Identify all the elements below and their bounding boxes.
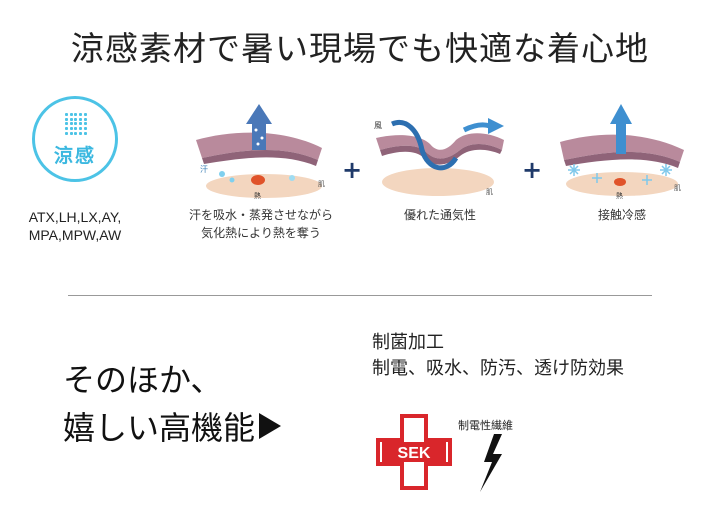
heat-label-1: 熱 bbox=[254, 191, 261, 200]
heat-label-3: 熱 bbox=[616, 191, 623, 200]
product-codes: ATX,LH,LX,AY, MPA,MPW,AW bbox=[10, 208, 140, 244]
caption-sweat-line-1: 汗を吸水・蒸発させながら bbox=[188, 208, 333, 222]
sek-cross-icon: SEK bbox=[376, 414, 452, 490]
section-divider bbox=[68, 295, 652, 296]
feature-others: 制電、吸水、防汚、透け防効果 bbox=[372, 358, 624, 379]
triangle-right-icon bbox=[259, 413, 282, 439]
ventilation-illustration: 風 肌 bbox=[374, 118, 504, 196]
tagline-line-2: 嬉しい高機能 bbox=[63, 404, 283, 452]
skin-label-2: 肌 bbox=[486, 188, 493, 196]
skin-label-3: 肌 bbox=[674, 184, 681, 192]
wind-label: 風 bbox=[374, 121, 382, 130]
plus-sign-2: + bbox=[522, 156, 543, 184]
caption-contact-cooling: 接触冷感 bbox=[597, 208, 646, 222]
cool-badge: 涼感 bbox=[32, 96, 118, 182]
arrow-up-icon bbox=[610, 104, 632, 154]
lightning-icon bbox=[480, 434, 502, 492]
dot-grid-icon bbox=[65, 113, 87, 135]
tagline-line-1: そのほか、 bbox=[63, 361, 223, 399]
caption-sweat: 汗を吸水・蒸発させながら 気化熱により熱を奪う bbox=[170, 206, 352, 242]
feature-antibacterial: 制菌加工 bbox=[372, 332, 444, 353]
antistatic-label: 制電性繊維 bbox=[458, 419, 513, 432]
tagline: そのほか、 嬉しい高機能 bbox=[63, 356, 283, 452]
badge-label: 涼感 bbox=[53, 145, 96, 167]
features-list: 制菌加工 制電、吸水、防汚、透け防効果 bbox=[372, 330, 624, 382]
snowflake-icon bbox=[568, 164, 672, 185]
product-codes-line-2: MPA,MPW,AW bbox=[28, 227, 122, 243]
caption-sweat-line-2: 気化熱により熱を奪う bbox=[201, 226, 321, 240]
tagline-line-2-text: 嬉しい高機能 bbox=[63, 409, 256, 447]
sweat-label: 汗 bbox=[200, 165, 208, 174]
skin-label-1: 肌 bbox=[318, 180, 325, 188]
wind-arrow-icon bbox=[391, 118, 504, 171]
plus-sign-1: + bbox=[342, 156, 363, 184]
product-codes-line-1: ATX,LH,LX,AY, bbox=[28, 209, 122, 225]
arrow-up-icon bbox=[246, 104, 272, 150]
page-title: 涼感素材で暑い現場でも快適な着心地 bbox=[71, 29, 649, 68]
sek-text: SEK bbox=[398, 445, 431, 462]
contact-cooling-illustration: 熱 肌 bbox=[560, 104, 684, 200]
sweat-absorb-illustration: 汗 熱 肌 bbox=[196, 104, 325, 200]
caption-ventilation: 優れた通気性 bbox=[403, 208, 476, 222]
